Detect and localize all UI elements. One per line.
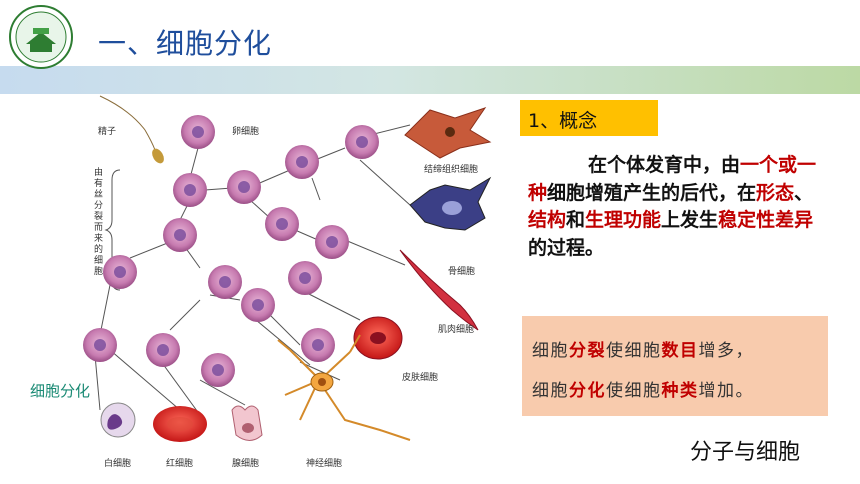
- summary-line-division: 细胞分裂使细胞数目增多，: [532, 336, 754, 361]
- definition-text: 在个体发育中，由一个或一种细胞增殖产生的后代，在形态、结构和生理功能上发生稳定性…: [528, 152, 818, 262]
- sum-part: 增多，: [698, 341, 754, 361]
- sum-highlight: 数目: [661, 341, 699, 361]
- label-white-blood-cell: 白细胞: [104, 459, 132, 469]
- school-logo: [9, 5, 73, 69]
- def-part: 的过程。: [528, 236, 605, 259]
- def-part: 上发生: [661, 209, 719, 231]
- sum-part: 细胞: [532, 381, 569, 401]
- section-label: 1、概念: [528, 110, 598, 132]
- sum-part: 细胞: [532, 341, 569, 361]
- sum-highlight: 种类: [661, 381, 699, 401]
- def-part: 、: [794, 181, 814, 204]
- label-sperm: 精子: [98, 127, 117, 137]
- def-highlight: 生理功能: [585, 209, 662, 231]
- footer-book-title: 分子与细胞: [690, 440, 801, 465]
- sum-part: 增加。: [698, 381, 754, 401]
- label-cell-differentiation: 细胞分化: [30, 382, 91, 400]
- label-gland-cell: 腺细胞: [232, 459, 260, 469]
- label-muscle-cell: 肌肉细胞: [438, 325, 475, 335]
- mother-cells: [83, 115, 379, 387]
- header-bar: [0, 66, 860, 94]
- cell-differentiation-diagram: [83, 95, 492, 442]
- page-title: 一、细胞分化: [98, 27, 273, 60]
- label-egg: 卵细胞: [232, 127, 260, 137]
- summary-line-differentiation: 细胞分化使细胞种类增加。: [532, 376, 754, 401]
- sum-part: 使细胞: [606, 381, 662, 401]
- label-connective-cell: 结缔组织细胞: [424, 165, 479, 175]
- summary-box: [522, 316, 828, 416]
- sum-part: 使细胞: [606, 341, 662, 361]
- def-highlight: 形态: [756, 181, 795, 204]
- sum-highlight: 分化: [569, 381, 606, 401]
- def-highlight: 结构: [528, 209, 567, 231]
- sum-highlight: 分裂: [569, 341, 606, 361]
- def-part: 在个体发育中，由: [588, 154, 741, 176]
- def-part: 细胞增殖产生的后代，在: [547, 181, 757, 204]
- label-skin-cell: 皮肤细胞: [402, 373, 439, 383]
- label-nerve-cell: 神经细胞: [306, 459, 343, 469]
- def-highlight: 稳定性差异: [718, 209, 814, 231]
- def-part: 和: [566, 209, 586, 231]
- label-red-blood-cell: 红细胞: [166, 459, 194, 469]
- def-highlight: 一个或一种: [528, 154, 817, 204]
- concept-box: [520, 100, 658, 136]
- label-mitosis-bracket: 由有丝分裂而来的细胞: [94, 168, 104, 277]
- label-bone-cell: 骨细胞: [448, 267, 476, 277]
